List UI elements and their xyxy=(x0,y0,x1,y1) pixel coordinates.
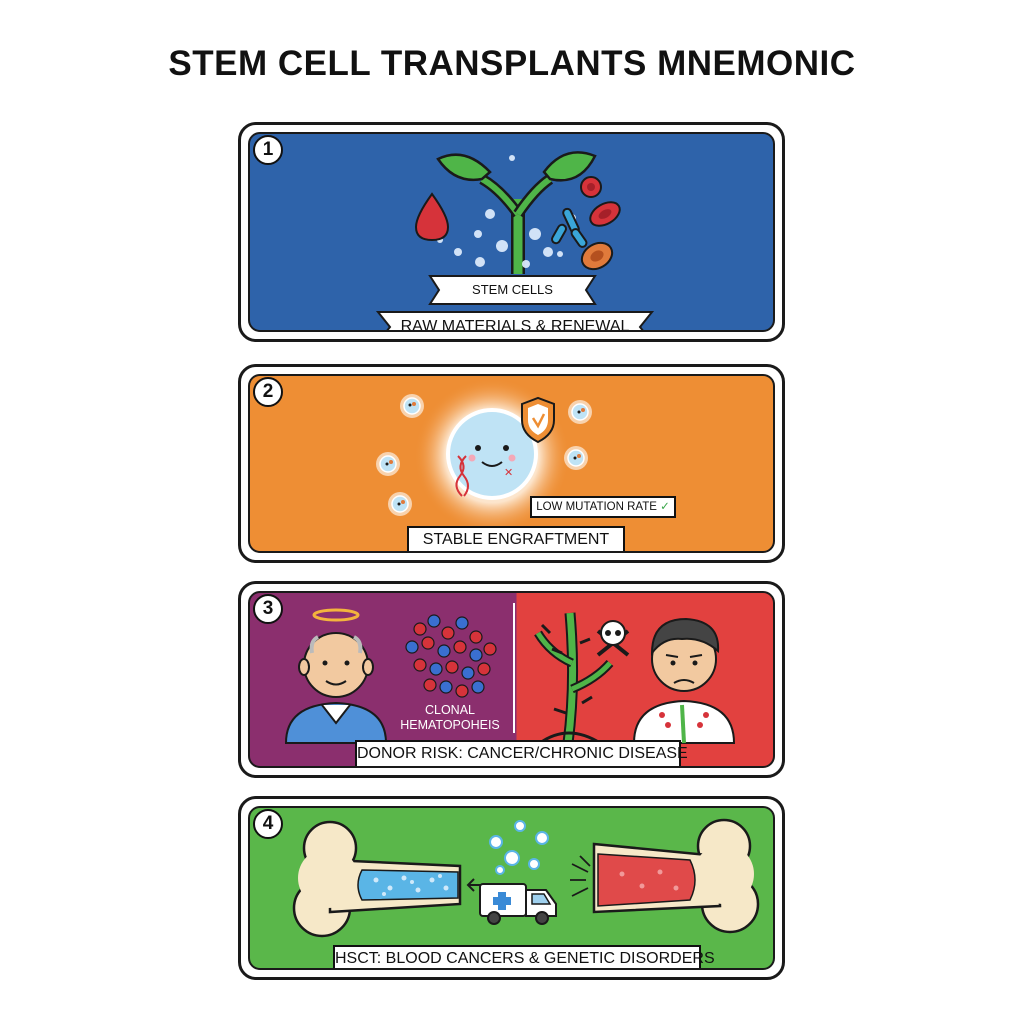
panel-2-illustration: ✕ xyxy=(376,378,592,534)
panel-3-illustration xyxy=(284,603,736,745)
thorny-plant-icon xyxy=(534,612,614,745)
page-title: STEM CELL TRANSPLANTS MNEMONIC xyxy=(168,44,856,83)
panel-2: ✕ xyxy=(238,364,785,563)
stem-cells-label: STEM CELLS xyxy=(472,282,553,297)
panel-3-background: CLONAL HEMATOPOHEIS DONOR RISK: CANCER/C… xyxy=(248,591,775,768)
panel-3: CLONAL HEMATOPOHEIS DONOR RISK: CANCER/C… xyxy=(238,581,785,778)
transfer-bubbles xyxy=(489,820,549,875)
elderly-donor-icon xyxy=(284,632,388,744)
stem-cells-ribbon xyxy=(428,275,597,305)
banner-1-text: RAW MATERIALS & RENEWAL xyxy=(400,318,630,332)
red-blood-cell-icon xyxy=(580,176,621,271)
checkmark-icon: ✓ xyxy=(660,501,670,513)
ambulance-icon xyxy=(479,883,557,925)
dna-icon xyxy=(455,455,469,497)
blood-drop-icon xyxy=(414,192,450,242)
banner-1-ribbon xyxy=(375,311,655,330)
diseased-bone-icon xyxy=(570,818,760,934)
step-number-4: 4 xyxy=(253,809,283,839)
banner-3: DONOR RISK: CANCER/CHRONIC DISEASE xyxy=(355,740,688,766)
low-mutation-rate-label: LOW MUTATION RATE ✓ xyxy=(530,496,676,518)
happy-cell-icon: ✕ xyxy=(446,408,538,500)
cell-cluster-icon xyxy=(405,614,497,698)
skull-icon xyxy=(596,620,630,657)
banner-2: STABLE ENGRAFTMENT xyxy=(407,526,625,551)
worried-person-icon xyxy=(632,617,736,744)
step-number-1: 1 xyxy=(253,135,283,165)
panel-4-background: HSCT: BLOOD CANCERS & GENETIC DISORDERS xyxy=(248,806,775,970)
clonal-hematopoiesis-label: CLONAL HEMATOPOHEIS xyxy=(400,703,500,732)
antibody-icon xyxy=(551,207,588,248)
panel-1: STEM CELLS RAW MATERIALS & RENEWAL 1 xyxy=(238,122,785,342)
step-number-2: 2 xyxy=(253,377,283,407)
healthy-bone-icon xyxy=(292,820,462,938)
panel-1-background: STEM CELLS RAW MATERIALS & RENEWAL xyxy=(248,132,775,332)
step-number-3: 3 xyxy=(253,594,283,624)
panel-2-background: ✕ xyxy=(248,374,775,553)
shield-icon xyxy=(521,396,555,444)
svg-text:✕: ✕ xyxy=(504,466,513,479)
halo-icon xyxy=(312,608,360,622)
panel-1-illustration xyxy=(375,151,655,330)
low-mutation-rate-text: LOW MUTATION RATE xyxy=(536,501,657,513)
small-cells xyxy=(376,394,592,516)
sprout-icon xyxy=(436,151,597,274)
banner-4: HSCT: BLOOD CANCERS & GENETIC DISORDERS xyxy=(333,945,715,968)
panel-4-illustration xyxy=(292,818,760,938)
panel-4: HSCT: BLOOD CANCERS & GENETIC DISORDERS … xyxy=(238,796,785,980)
